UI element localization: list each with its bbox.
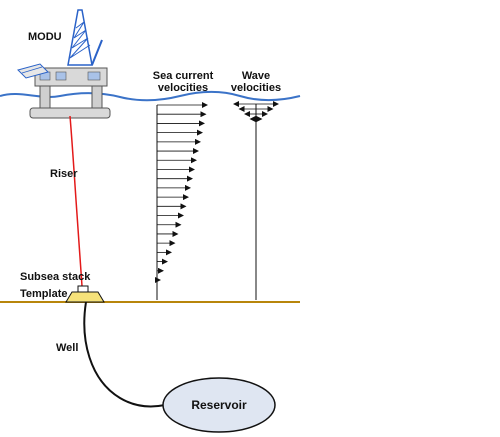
label-reservoir: Reservoir [191,398,247,412]
label-subsea-stack: Subsea stack [20,271,91,283]
label-template: Template [20,288,67,300]
label-wave-2: velocities [231,82,281,94]
template [65,291,105,303]
wave-velocity-profile [233,101,279,300]
reservoir [162,377,276,433]
label-wave: Wave [242,70,270,82]
label-sea-current: Sea current [153,70,214,82]
label-riser: Riser [50,168,78,180]
sea-surface [0,90,301,102]
riser-line [69,115,83,287]
modu-rig [17,9,111,119]
label-modu: MODU [28,31,62,43]
sea-current-profile [155,102,208,300]
label-sea-current-2: velocities [158,82,208,94]
well-path [83,301,166,408]
label-well: Well [56,342,78,354]
